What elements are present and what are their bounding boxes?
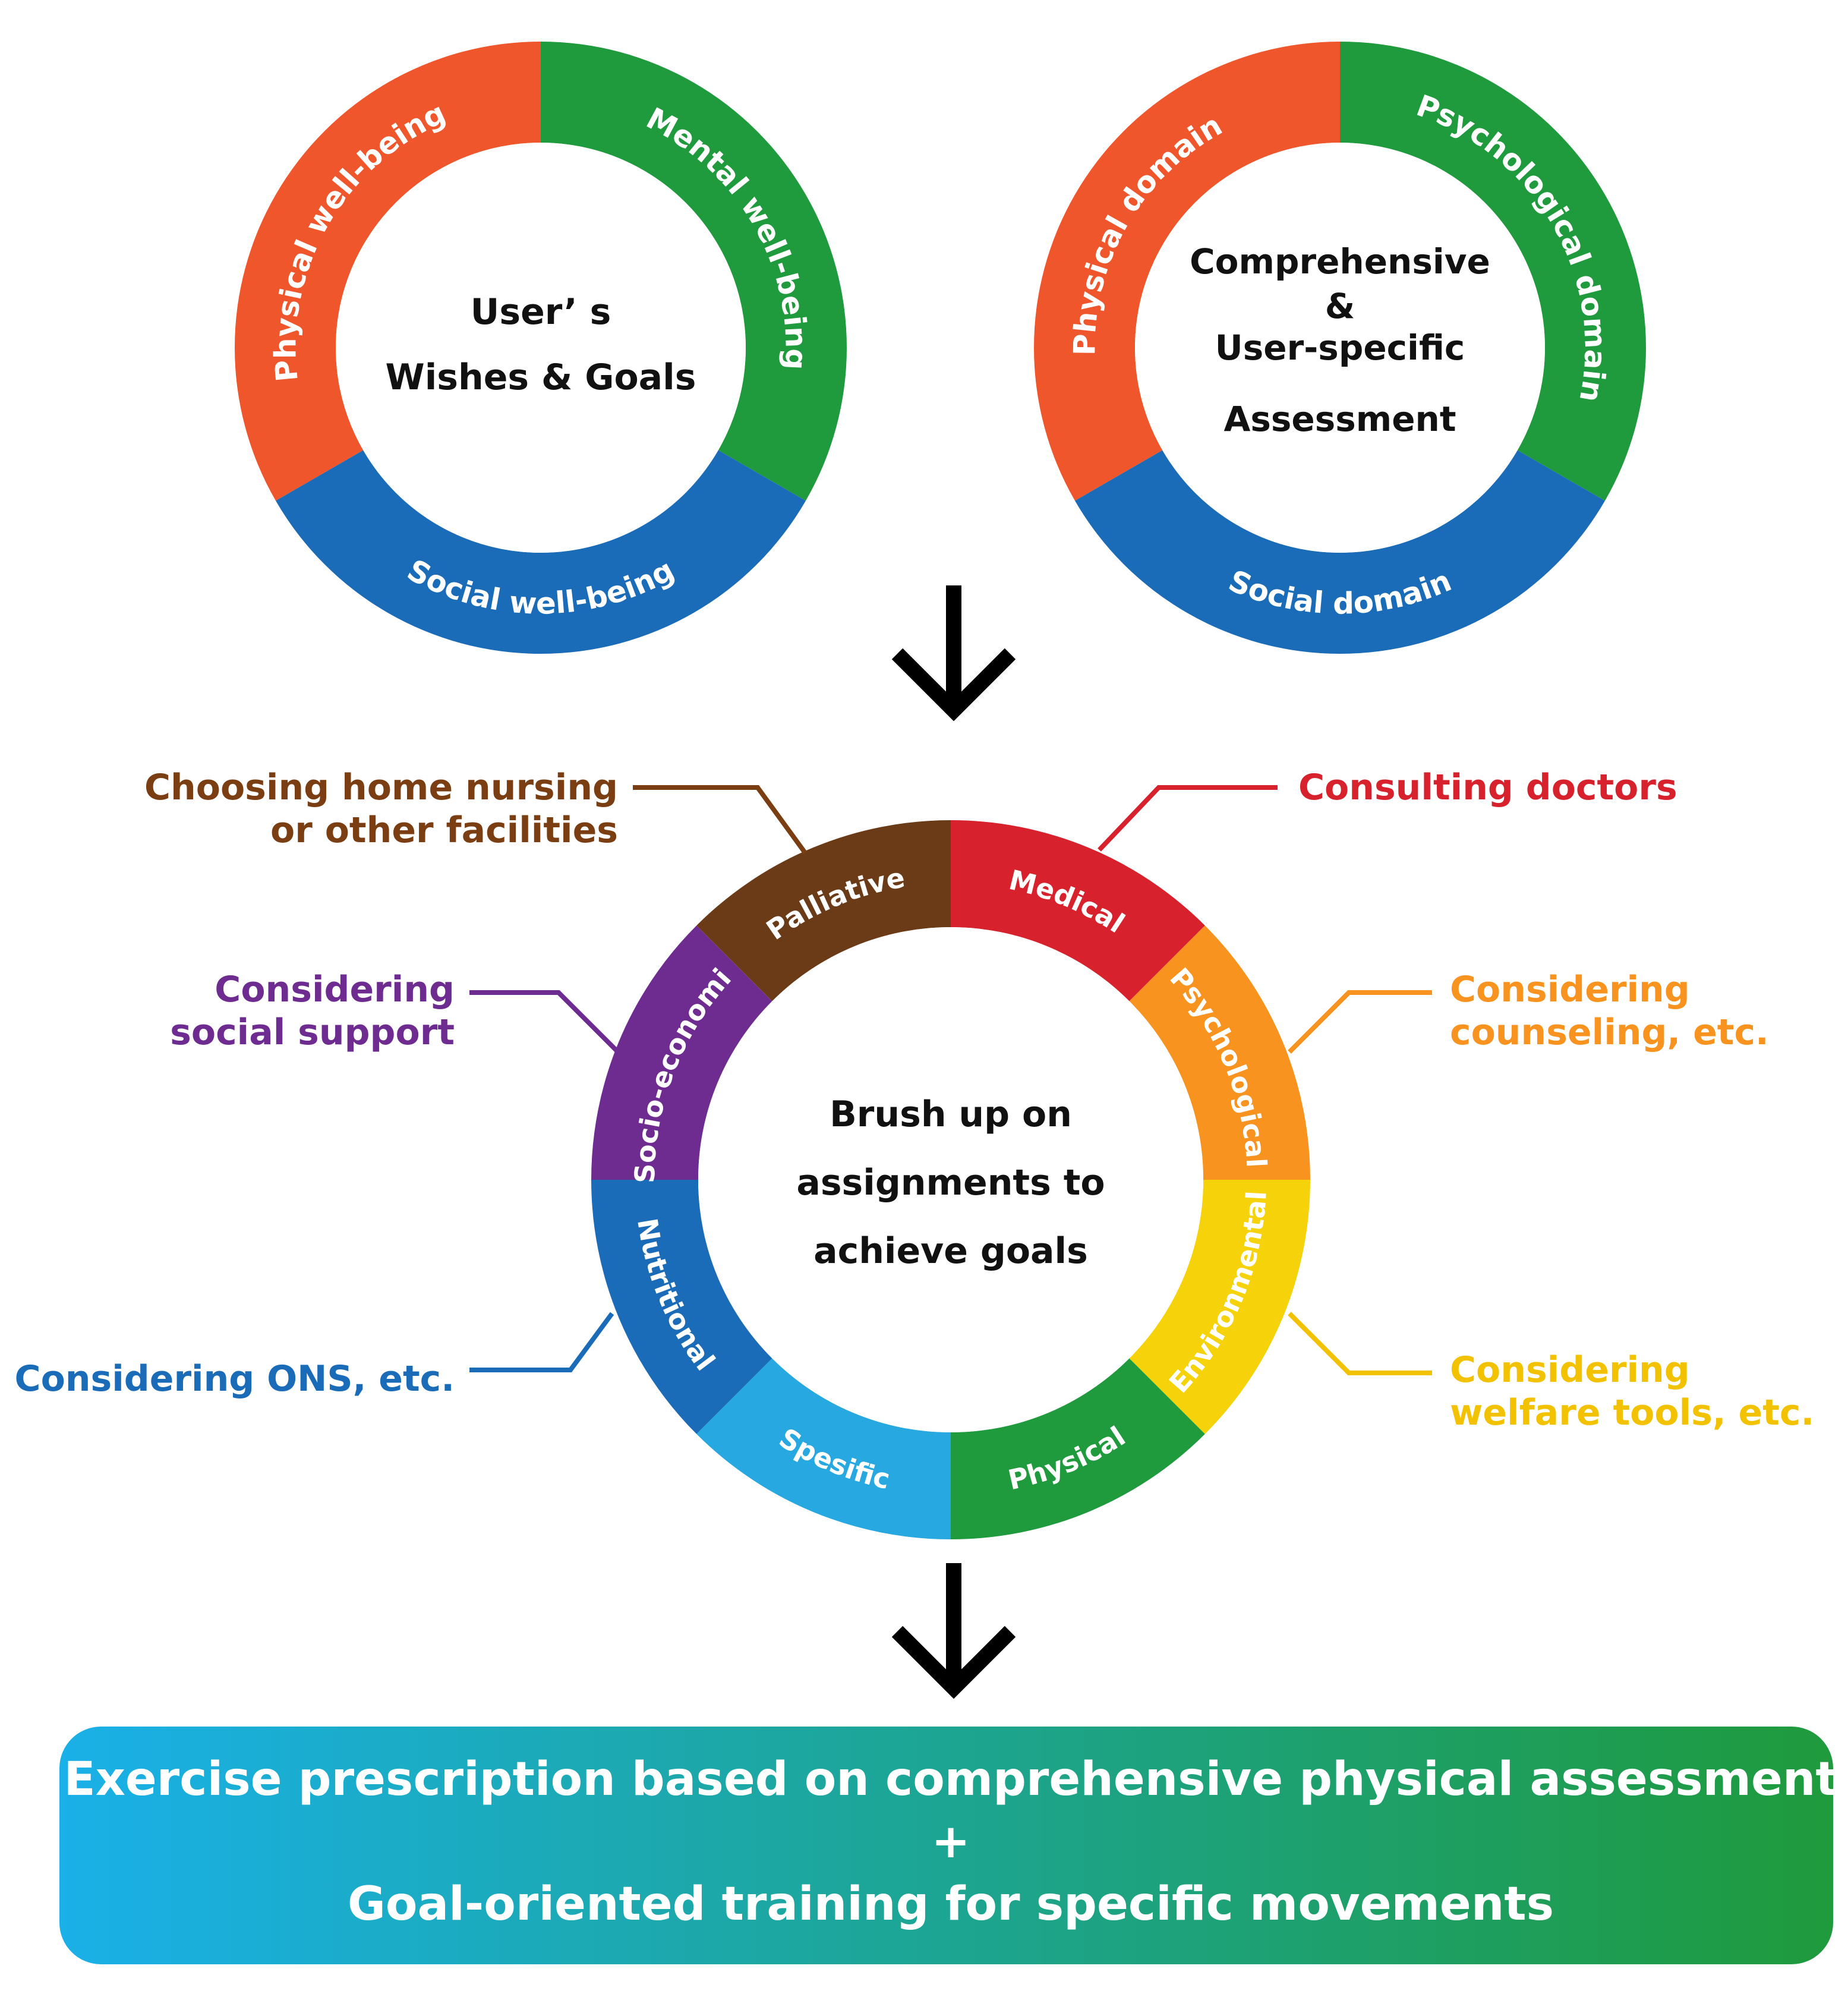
callout-leader-line — [1098, 785, 1278, 852]
callout-text: counseling, etc. — [1450, 1012, 1769, 1053]
center-text-line: Assessment — [1223, 399, 1456, 439]
ring-segment-socio-economic — [591, 925, 772, 1180]
callout-text: Consulting doctors — [1298, 767, 1677, 808]
ring-center — [698, 927, 1203, 1432]
banner-line-1: Exercise prescription based on comprehen… — [64, 1753, 1837, 1806]
callout-leader-line — [1288, 1312, 1432, 1375]
center-text-line: Wishes & Goals — [386, 357, 696, 398]
callout-text: Considering — [1450, 969, 1690, 1010]
down-arrow-icon — [891, 1563, 1016, 1699]
callout-leader-line — [469, 1312, 614, 1372]
ring-center — [336, 143, 746, 553]
center-text-line: User’ s — [471, 291, 611, 333]
ring-segment-physical-well-being — [235, 42, 541, 501]
banner-line-3: Goal-oriented training for specific move… — [348, 1878, 1554, 1931]
center-text-line: achieve goals — [813, 1230, 1088, 1272]
callout-text: Choosing home nursing — [144, 767, 618, 808]
ring-segment-psychological — [1129, 925, 1310, 1180]
center-text-line: Comprehensive — [1190, 241, 1490, 282]
callout-text: Considering — [1450, 1349, 1690, 1391]
callout-text: or other facilities — [270, 809, 618, 851]
ring-segment-physical — [951, 1358, 1205, 1539]
ring-segment-social-well-being — [275, 450, 806, 654]
ring-segment-palliative — [696, 820, 951, 1001]
ring-segment-physical-domain — [1034, 42, 1340, 501]
ring-segment-environmental — [1129, 1180, 1310, 1434]
ring-segment-nutritional — [591, 1180, 772, 1434]
ring-segment-social-domain — [1074, 450, 1606, 654]
ring-segment-mental-well-being — [541, 42, 847, 501]
ring-center — [1135, 143, 1545, 553]
callout-text: Considering — [215, 969, 455, 1010]
callout-text: Considering ONS, etc. — [15, 1358, 455, 1400]
ring-segment-spesific — [696, 1358, 951, 1539]
callout-leader-line — [633, 785, 808, 855]
callout-leader-line — [1288, 990, 1432, 1054]
banner-line-2: + — [931, 1815, 970, 1869]
center-text-line: & — [1325, 286, 1355, 326]
exercise-prescription-banner: Exercise prescription based on comprehen… — [59, 1727, 1838, 1964]
callouts: Consulting doctorsConsideringcounseling,… — [15, 767, 1815, 1434]
callout-text: welfare tools, etc. — [1450, 1392, 1814, 1434]
center-text-line: Brush up on — [830, 1094, 1072, 1135]
callout-leader-line — [469, 990, 620, 1054]
center-text-line: assignments to — [796, 1162, 1105, 1204]
ring-segment-medical — [951, 820, 1205, 1001]
down-arrow-icon — [891, 585, 1016, 722]
callout-text: social support — [170, 1012, 455, 1053]
ring-segment-psychological-domain — [1340, 42, 1647, 501]
center-text-line: User-specific — [1215, 327, 1465, 368]
